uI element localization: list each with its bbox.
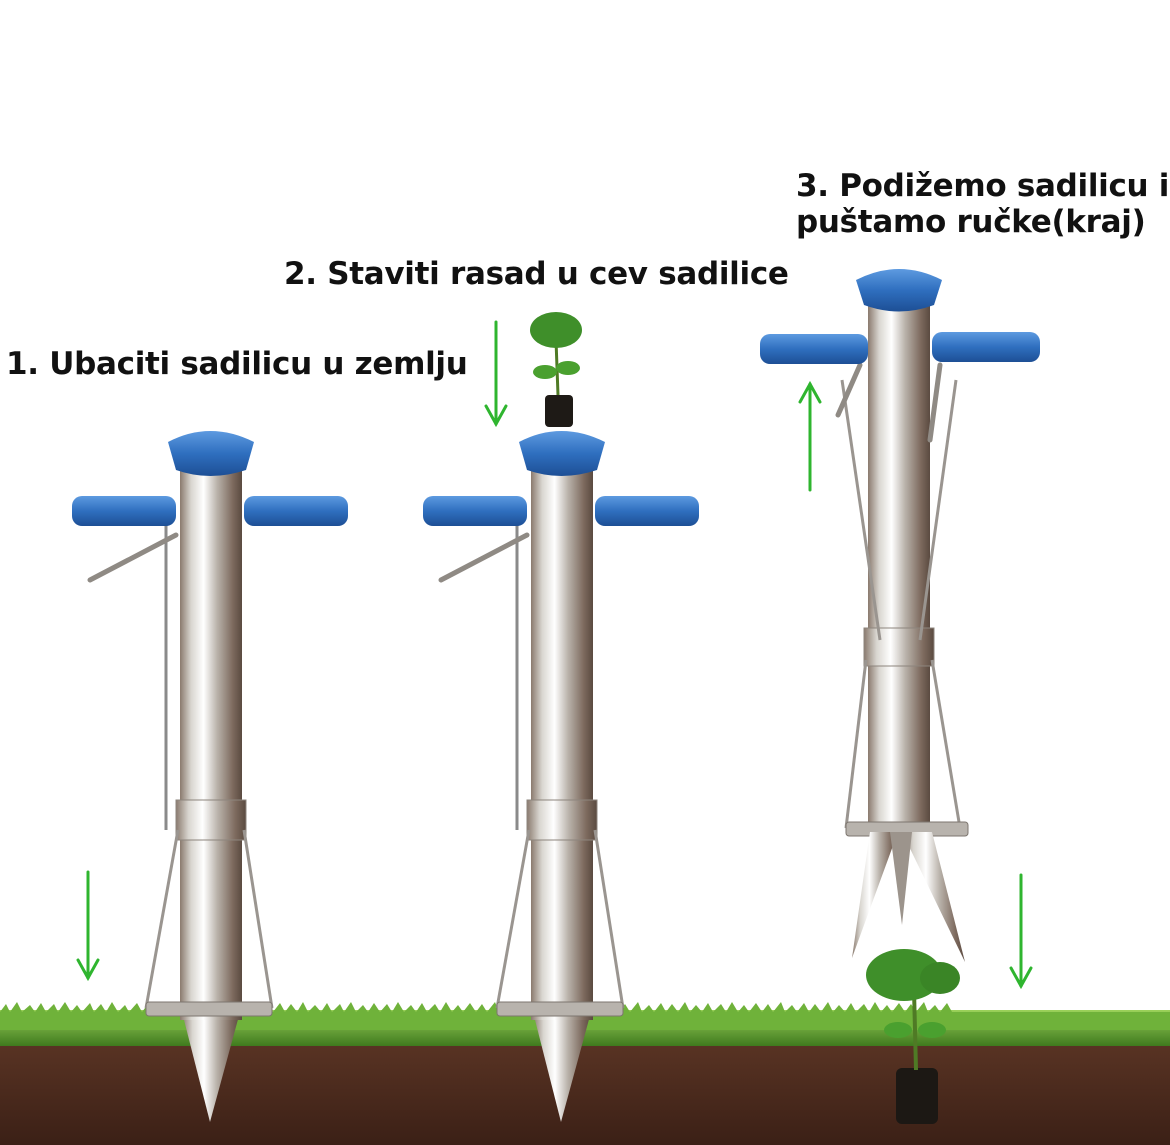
handle-right	[244, 496, 348, 526]
arrow-down-icon	[1009, 873, 1033, 990]
handle-left	[72, 496, 176, 526]
step-2-caption: 2. Staviti rasad u cev sadilice	[284, 256, 789, 292]
planter-cone	[182, 1012, 240, 1122]
handle-right	[595, 496, 699, 526]
planter-step-2	[423, 312, 699, 1122]
planter-clamp	[496, 1001, 624, 1017]
arrow-down-icon	[484, 320, 508, 428]
arrow-down-icon	[76, 870, 100, 982]
handle-left	[423, 496, 527, 526]
planter-clamp	[145, 1001, 273, 1017]
jaw-left	[852, 832, 898, 958]
planter-funnel	[856, 269, 942, 312]
step-3-caption-line-2: puštamo ručke(kraj)	[796, 204, 1146, 240]
planter-sleeve	[526, 799, 598, 841]
handle-left	[760, 334, 868, 364]
jaw-center	[890, 832, 912, 925]
planter-step-1	[72, 431, 348, 1122]
planter-tube	[868, 298, 930, 828]
planter-funnel	[168, 431, 254, 476]
step-3-caption-line-1: 3. Podižemo sadilicu i	[796, 168, 1170, 204]
arrow-up-icon	[798, 380, 822, 492]
soil	[0, 1040, 1170, 1145]
planter-tube	[531, 465, 593, 1020]
planter-step-3	[760, 269, 1040, 1124]
seedling	[530, 312, 582, 427]
planter-funnel	[519, 431, 605, 476]
planter-sleeve	[175, 799, 247, 841]
step-3-caption: 3. Podižemo sadilicu i puštamo ručke(kra…	[796, 168, 1169, 240]
jaw-right	[902, 832, 965, 962]
planter-sleeve	[863, 627, 935, 667]
handle-right	[932, 332, 1040, 362]
planter-cone	[533, 1012, 591, 1122]
planter-tube	[180, 465, 242, 1020]
step-1-caption: 1. Ubaciti sadilicu u zemlju	[6, 346, 468, 382]
planted-seedling	[866, 949, 960, 1124]
